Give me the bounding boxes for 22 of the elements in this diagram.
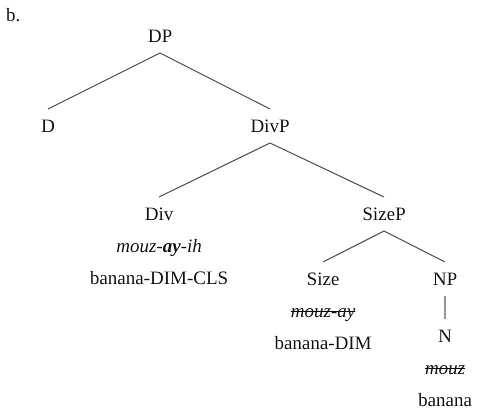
- tree-branch: [444, 296, 446, 319]
- tree-branch: [158, 142, 270, 198]
- node-label: N: [438, 325, 452, 349]
- example-letter: b.: [6, 4, 20, 28]
- node-label: D: [41, 115, 55, 139]
- node-label: SizeP: [362, 203, 406, 227]
- node-label: NP: [432, 268, 458, 292]
- node-label: DP: [148, 25, 172, 49]
- tree-branch: [160, 52, 270, 110]
- tree-branch: [384, 230, 446, 263]
- gloss: banana: [418, 389, 472, 413]
- tree-branch: [322, 230, 384, 263]
- node-label: Div: [144, 203, 174, 227]
- word-form: mouz: [424, 357, 466, 381]
- gloss: banana-DIM: [274, 332, 372, 356]
- tree-branch: [48, 52, 160, 110]
- gloss: banana-DIM-CLS: [90, 267, 228, 291]
- word-form: mouz-ay: [290, 300, 356, 324]
- word-form: mouz-ay-ih: [116, 235, 202, 259]
- node-label: Size: [306, 268, 340, 292]
- node-label: DivP: [250, 115, 290, 139]
- tree-branch: [270, 142, 384, 198]
